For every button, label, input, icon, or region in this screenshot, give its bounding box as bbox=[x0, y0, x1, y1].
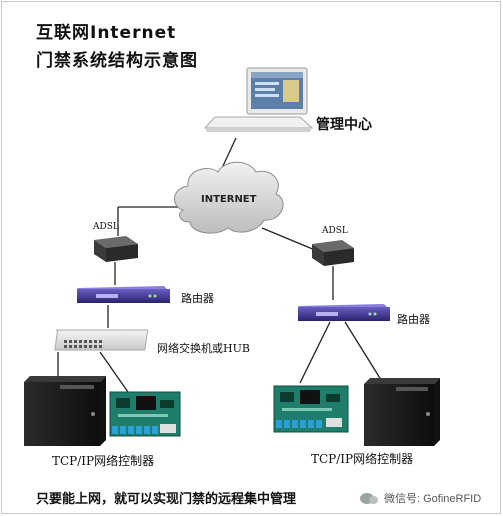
circuit-board-icon-right bbox=[273, 385, 349, 433]
watermark-text: 微信号: GofineRFID bbox=[384, 493, 482, 505]
router-left-label: 路由器 bbox=[181, 292, 214, 305]
switch-icon bbox=[54, 329, 149, 351]
internet-label: INTERNET bbox=[201, 194, 257, 205]
title-line-1: 互联网Internet bbox=[36, 23, 177, 43]
modem-icon-left bbox=[94, 236, 138, 262]
cabinet-icon-right bbox=[364, 378, 440, 446]
cabinet-icon-left bbox=[24, 376, 106, 446]
watermark: 微信号: GofineRFID bbox=[360, 490, 481, 506]
router-icon-right bbox=[298, 304, 390, 321]
title-line-2: 门禁系统结构示意图 bbox=[36, 51, 198, 71]
management-center-label: 管理中心 bbox=[316, 117, 372, 133]
wechat-icon bbox=[360, 492, 378, 504]
circuit-board-icon-left bbox=[109, 391, 181, 437]
connection-lines bbox=[57, 137, 384, 393]
router-icon-left bbox=[77, 286, 170, 303]
footer-caption: 只要能上网，就可以实现门禁的远程集中管理 bbox=[36, 492, 297, 507]
router-right-label: 路由器 bbox=[397, 313, 430, 326]
laptop-icon bbox=[203, 67, 314, 132]
cloud-icon bbox=[174, 161, 284, 234]
controller-left-label: TCP/IP网络控制器 bbox=[52, 454, 155, 468]
switch-label: 网络交换机或HUB bbox=[157, 342, 250, 355]
adsl-right-label: ADSL bbox=[322, 226, 348, 236]
controller-right-label: TCP/IP网络控制器 bbox=[311, 452, 414, 466]
adsl-left-label: ADSL bbox=[93, 222, 119, 232]
modem-icon-right bbox=[312, 240, 354, 266]
